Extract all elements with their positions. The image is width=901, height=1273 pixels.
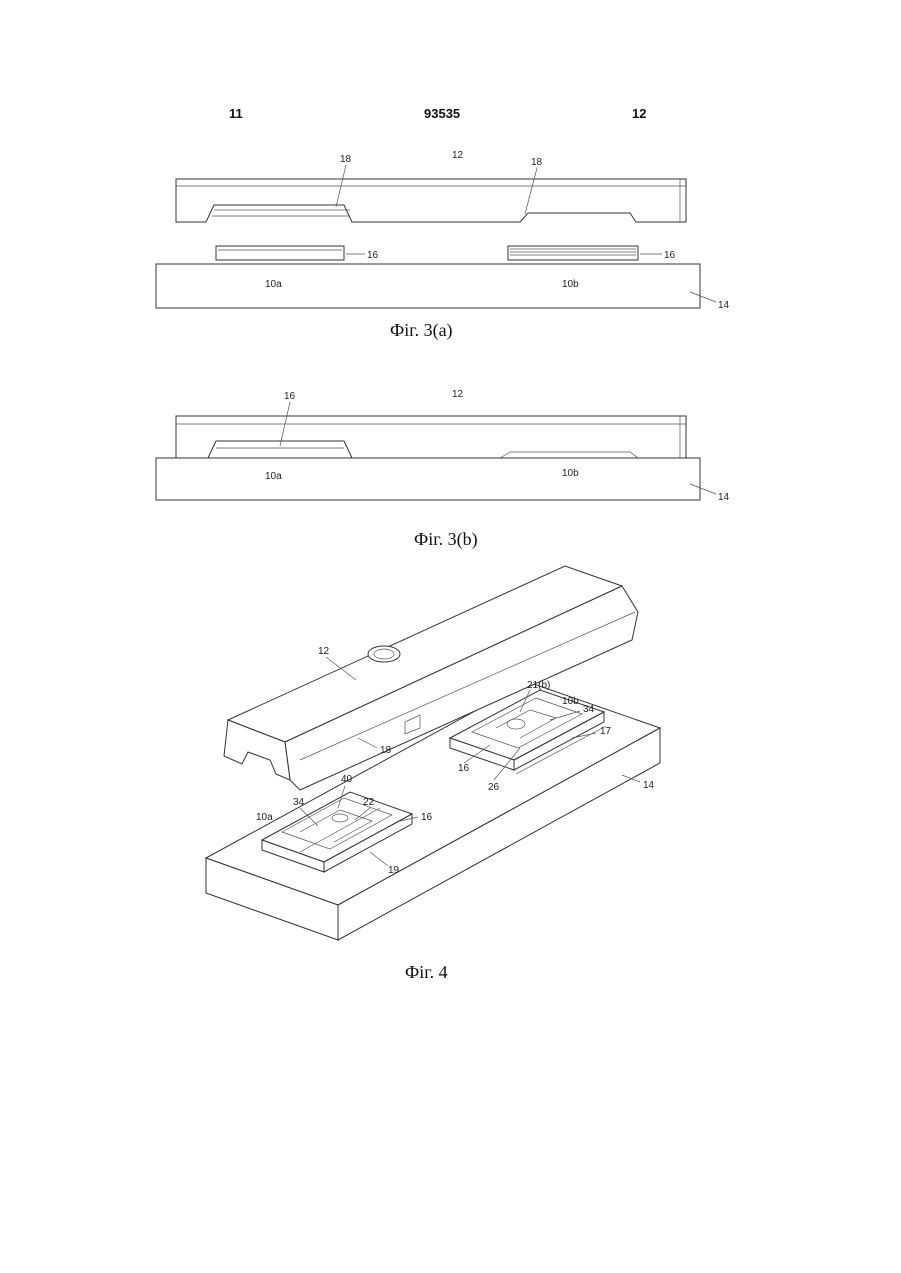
- label-12: 12: [452, 150, 464, 161]
- caption-fig-3b: Фіг. 3(b): [414, 529, 478, 550]
- label-10b: 10b: [562, 696, 579, 707]
- label-10a: 10a: [265, 471, 282, 482]
- label-22: 22: [363, 797, 375, 808]
- label-12: 12: [452, 389, 464, 400]
- label-16-left: 16: [421, 812, 433, 823]
- label-10b: 10b: [562, 279, 579, 290]
- label-16-left: 16: [367, 250, 379, 261]
- label-21b: 21(b): [527, 680, 550, 691]
- figure-3b: 16 12 10a 10b 14: [156, 389, 730, 503]
- label-16-right: 16: [458, 763, 470, 774]
- label-10a: 10a: [265, 279, 282, 290]
- label-14: 14: [718, 300, 730, 311]
- label-10a: 10a: [256, 812, 273, 823]
- label-26: 26: [488, 782, 500, 793]
- pad-left-drawing: [216, 246, 344, 260]
- base-drawing: [156, 458, 700, 500]
- figure-4: 12 18 21(b) 10b 34 17 16 26 14 40 34 22 …: [206, 566, 660, 940]
- label-12: 12: [318, 646, 330, 657]
- label-14: 14: [643, 780, 655, 791]
- label-34-right: 34: [583, 704, 595, 715]
- label-34-left: 34: [293, 797, 305, 808]
- base-drawing: [156, 264, 700, 308]
- label-18: 18: [380, 745, 392, 756]
- rail-drawing: [176, 179, 686, 222]
- label-17: 17: [600, 726, 612, 737]
- label-19: 19: [388, 865, 400, 876]
- label-16: 16: [284, 391, 296, 402]
- label-18-right: 18: [531, 157, 543, 168]
- caption-fig-3a: Фіг. 3(a): [390, 320, 453, 341]
- caption-fig-4: Фіг. 4: [405, 962, 448, 983]
- label-10b: 10b: [562, 468, 579, 479]
- pad-drawing: [208, 441, 352, 458]
- figure-3a: 18 12 18 16 16 10a 10b 14: [156, 150, 730, 311]
- label-40: 40: [341, 774, 353, 785]
- label-18-left: 18: [340, 154, 352, 165]
- label-16-right: 16: [664, 250, 676, 261]
- label-14: 14: [718, 492, 730, 503]
- pad-right-drawing: [508, 246, 638, 260]
